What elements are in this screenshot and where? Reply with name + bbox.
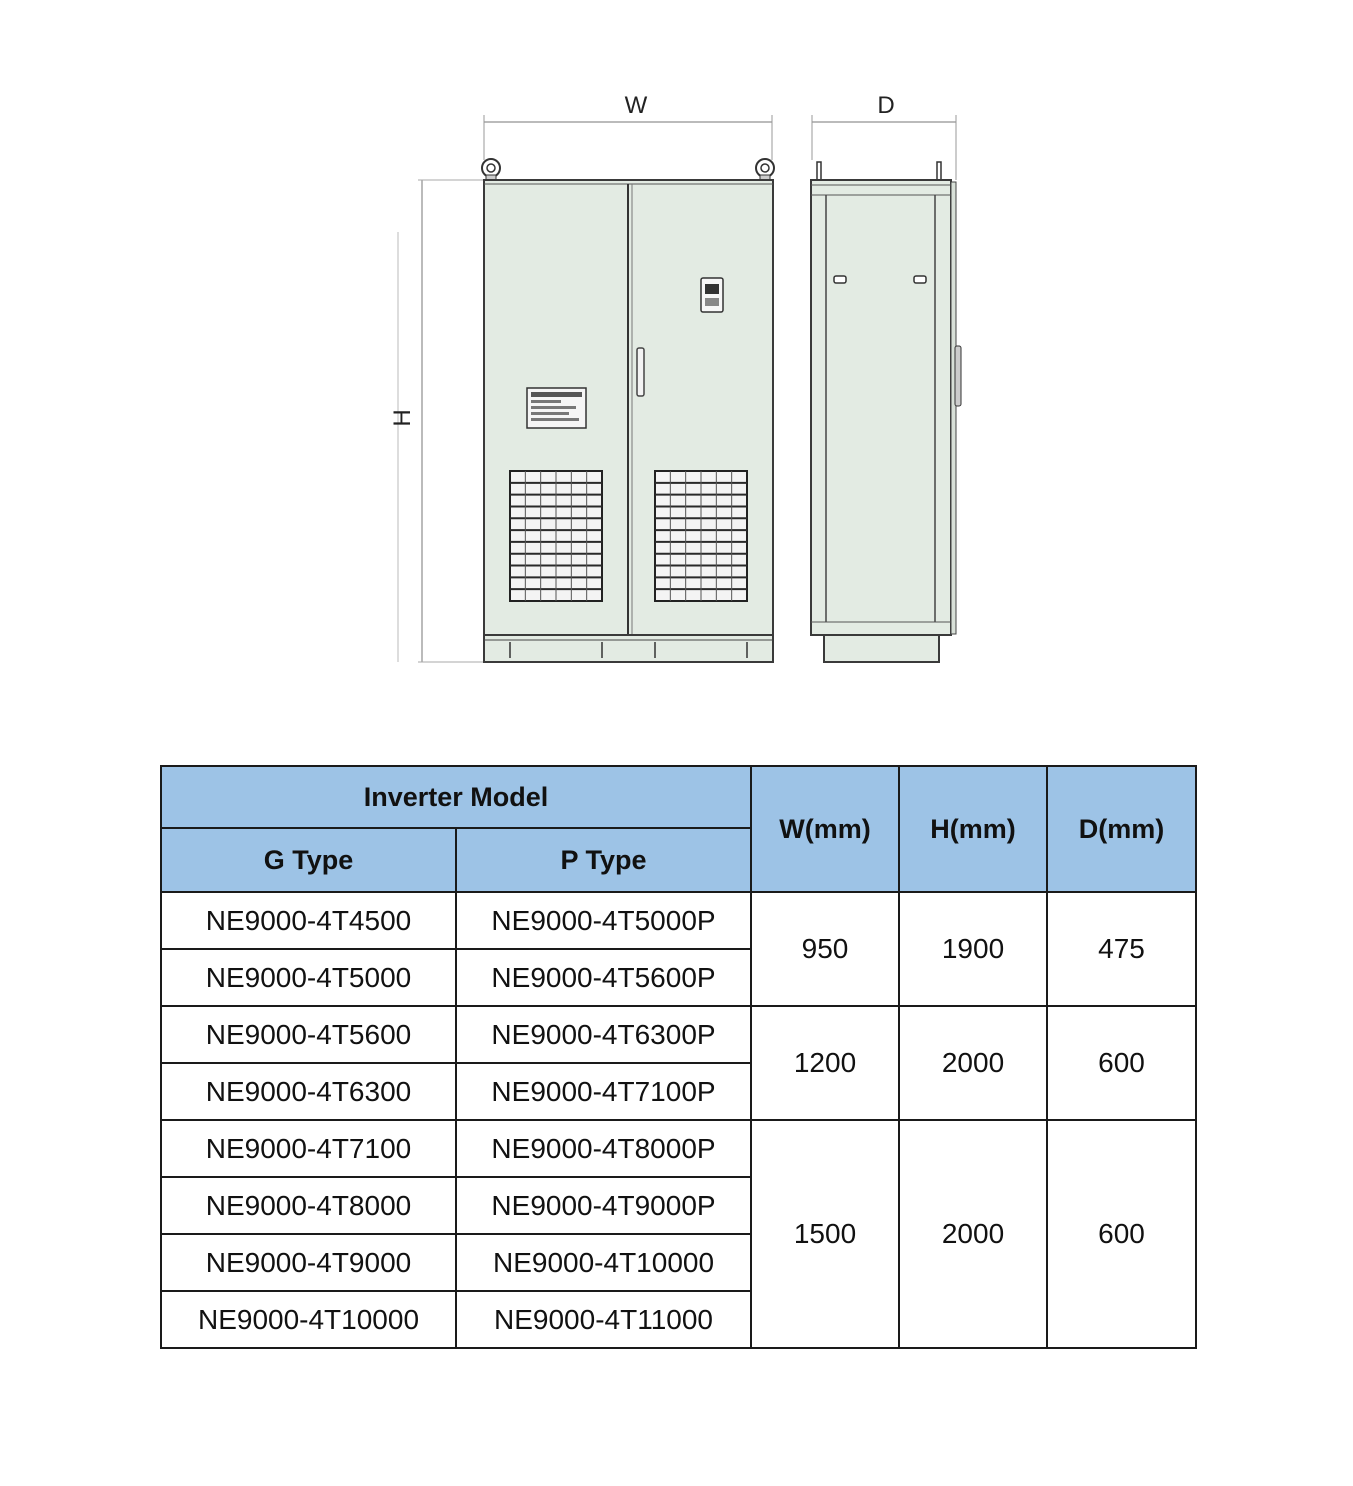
p-type-model: NE9000-4T8000P	[454, 1119, 753, 1178]
lifting-eye	[481, 158, 501, 182]
height-value: 2000	[898, 1119, 1049, 1349]
lifting-eye	[755, 158, 775, 182]
p-type-model: NE9000-4T10000	[454, 1233, 753, 1292]
warning-label	[526, 387, 587, 429]
table-row: NE9000-4T5000 NE9000-4T5600P	[160, 948, 1196, 1007]
cabinet-front-view	[481, 158, 775, 663]
g-type-model: NE9000-4T5600	[160, 1005, 457, 1064]
height-dimension: H	[389, 179, 484, 663]
depth-value: 600	[1046, 1005, 1198, 1121]
cabinet-side-view	[810, 161, 962, 663]
p-type-model: NE9000-4T11000	[454, 1290, 753, 1349]
width-dimension: W	[483, 92, 773, 160]
table-row: NE9000-4T7100 NE9000-4T8000P 1500 2000 6…	[160, 1119, 1198, 1349]
width-label: W	[625, 92, 648, 119]
table-row: NE9000-4T9000 NE9000-4T10000	[160, 1233, 1196, 1292]
door-handle	[636, 347, 645, 397]
height-label: H	[389, 409, 416, 426]
p-type-header: P Type	[454, 827, 753, 893]
p-type-model: NE9000-4T7100P	[454, 1062, 753, 1121]
g-type-model: NE9000-4T10000	[160, 1290, 457, 1349]
ventilation-grille-right	[654, 470, 748, 602]
depth-value: 475	[1046, 891, 1198, 1007]
height-value: 1900	[898, 891, 1049, 1007]
g-type-model: NE9000-4T7100	[160, 1119, 457, 1178]
g-type-model: NE9000-4T5000	[160, 948, 457, 1007]
p-type-model: NE9000-4T5000P	[454, 891, 753, 950]
width-header: W(mm)	[750, 765, 901, 893]
depth-header: D(mm)	[1046, 765, 1198, 893]
table-row: NE9000-4T6300 NE9000-4T7100P	[160, 1062, 1196, 1121]
g-type-model: NE9000-4T9000	[160, 1233, 457, 1292]
inverter-model-header: Inverter Model	[159, 765, 753, 829]
height-value: 2000	[898, 1005, 1049, 1121]
width-value: 1500	[750, 1119, 901, 1349]
spec-table-body: NE9000-4T4500 NE9000-4T5000P 950 1900 47…	[160, 891, 1198, 1349]
table-row: NE9000-4T10000 NE9000-4T11000	[160, 1290, 1196, 1349]
p-type-model: NE9000-4T6300P	[454, 1005, 753, 1064]
depth-dimension: D	[811, 92, 957, 180]
width-value: 1200	[750, 1005, 901, 1121]
g-type-model: NE9000-4T4500	[160, 891, 457, 950]
g-type-model: NE9000-4T6300	[160, 1062, 457, 1121]
p-type-model: NE9000-4T5600P	[454, 948, 753, 1007]
keypad-display	[700, 277, 724, 313]
p-type-model: NE9000-4T9000P	[454, 1176, 753, 1235]
height-header: H(mm)	[898, 765, 1049, 893]
g-type-model: NE9000-4T8000	[160, 1176, 457, 1235]
depth-label: D	[877, 92, 894, 119]
depth-value: 600	[1046, 1119, 1198, 1349]
cabinet-dimension-drawing: W D H	[389, 92, 962, 663]
dimension-spec-table: Inverter Model W(mm) H(mm) D(mm) G Type …	[159, 765, 1198, 1349]
ventilation-grille-left	[509, 470, 603, 602]
table-row: NE9000-4T4500 NE9000-4T5000P 950 1900 47…	[160, 891, 1198, 1007]
width-value: 950	[750, 891, 901, 1007]
g-type-header: G Type	[160, 827, 457, 893]
cabinet-base	[483, 634, 774, 663]
table-row: NE9000-4T5600 NE9000-4T6300P 1200 2000 6…	[160, 1005, 1198, 1121]
table-row: NE9000-4T8000 NE9000-4T9000P	[160, 1176, 1196, 1235]
